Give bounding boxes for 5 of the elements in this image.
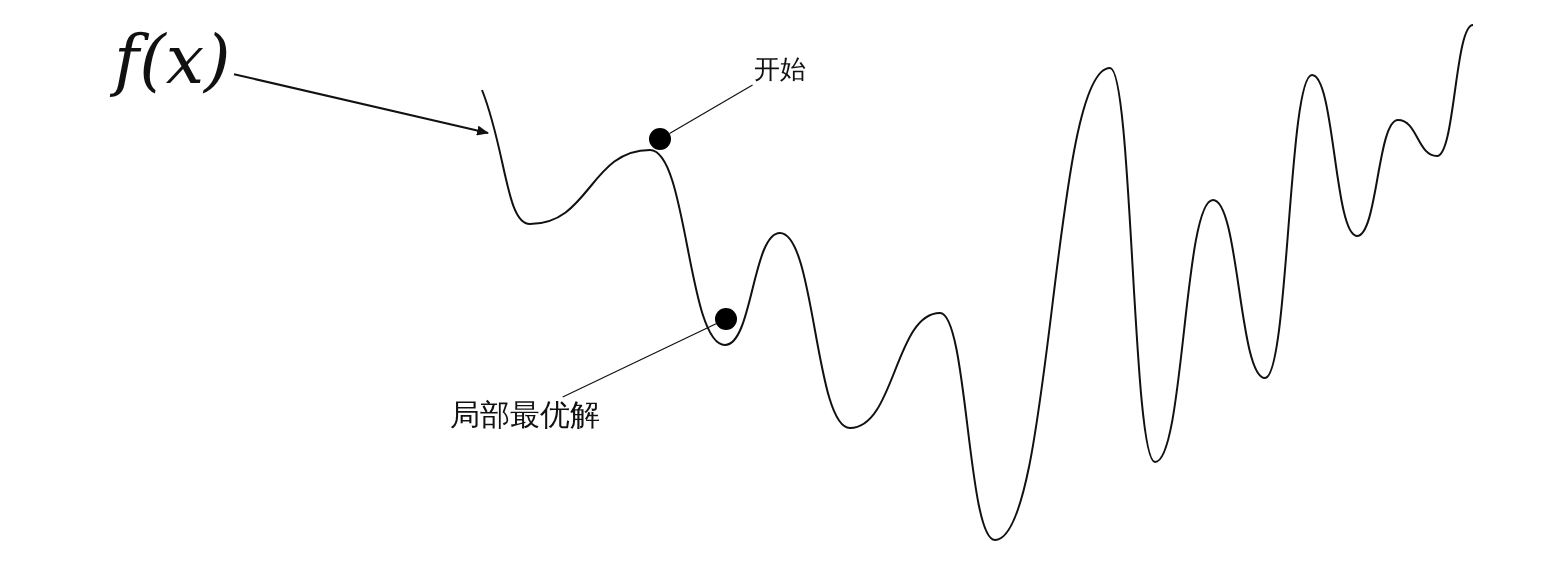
leader-line xyxy=(562,323,717,398)
local-optimum-label: 局部最优解 xyxy=(450,400,600,430)
function-curve xyxy=(481,24,1474,541)
leader-line xyxy=(668,84,754,135)
arrow xyxy=(233,73,489,136)
